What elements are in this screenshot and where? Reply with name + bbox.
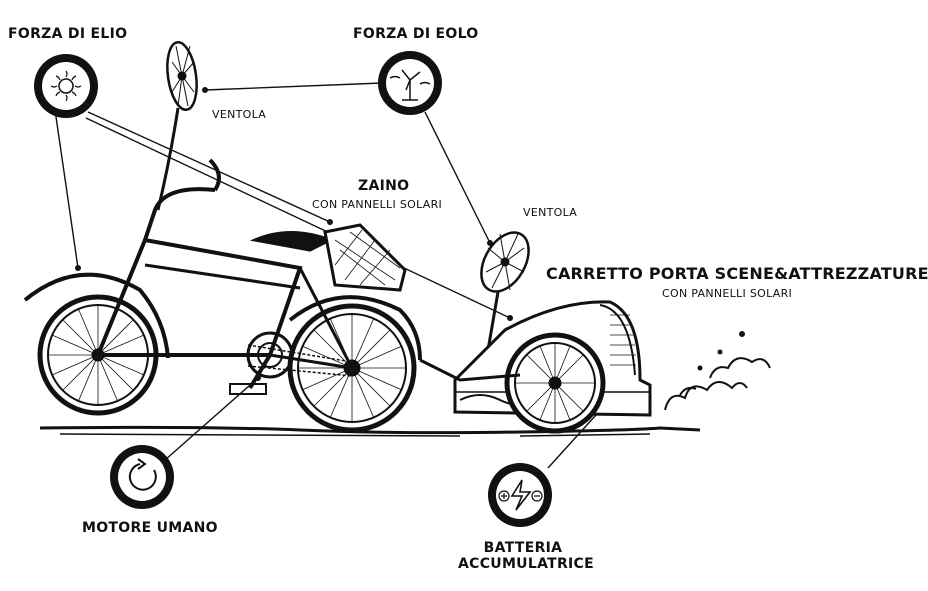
fan-right [480, 231, 530, 351]
label-carretto: CARRETTO PORTA SCENE&ATTREZZATURE [546, 264, 928, 283]
connector-lines [54, 82, 606, 469]
label-batteria-line1: BATTERIA [483, 540, 563, 556]
label-batteria-line2: ACCUMULATRICE [458, 556, 594, 572]
label-motore-umano: MOTORE UMANO [82, 520, 218, 536]
battery-charge-icon [488, 463, 552, 527]
label-zaino: ZAINO [358, 178, 410, 194]
label-batteria: BATTERIA ACCUMULATRICE [458, 540, 594, 572]
label-zaino-sub: CON PANNELLI SOLARI [312, 198, 443, 211]
dust-cloud [664, 331, 771, 411]
ground-line [39, 425, 701, 435]
label-ventola-right: VENTOLA [523, 206, 578, 219]
label-forza-elio: FORZA DI ELIO [8, 26, 128, 42]
backpack-zaino [323, 223, 407, 292]
cart-carretto [419, 300, 652, 434]
ground-shadow [59, 433, 651, 437]
fan-top [156, 41, 198, 211]
label-ventola-top: VENTOLA [212, 108, 267, 121]
rotation-icon [110, 445, 174, 509]
sun-icon [34, 54, 98, 118]
label-forza-eolo: FORZA DI EOLO [353, 26, 479, 42]
label-carretto-sub: CON PANNELLI SOLARI [662, 287, 793, 300]
wind-turbine-icon [378, 51, 442, 115]
